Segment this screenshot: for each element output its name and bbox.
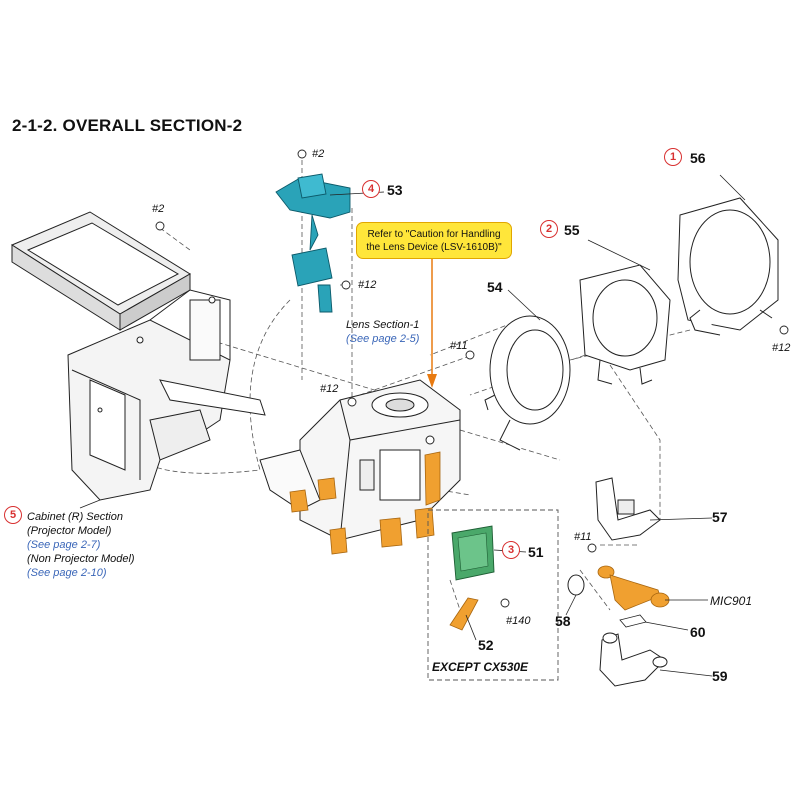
screw-label-2-top: #2 [312,148,325,160]
marker-5: 5 [4,506,22,524]
except-box [427,509,559,681]
part-60: 60 [690,624,706,640]
mic-holder-mic901 [597,565,670,611]
screw-icon [500,598,510,608]
screw-label-11-lower: #11 [574,531,592,543]
part-57: 57 [712,509,728,525]
except-cx530e-label: EXCEPT CX530E [432,660,529,674]
flex-52 [449,597,479,631]
screw-icon [779,325,789,335]
caution-callout: Refer to "Caution for Handling the Lens … [356,222,512,259]
marker-4: 4 [362,180,380,198]
callout-line-1: Refer to "Caution for Handling [367,229,501,240]
cabinet-link-non-projector[interactable]: (See page 2-10) [27,567,107,579]
marker-3: 3 [502,541,520,559]
part-mic901: MIC901 [710,594,753,608]
callout-arrow [427,259,437,388]
part-56: 56 [690,150,706,166]
part-51: 51 [528,544,544,560]
lens-flex-cables [289,451,441,555]
board-51 [451,525,495,581]
bracket-57 [595,477,661,541]
part-53: 53 [387,182,403,198]
part-59: 59 [712,668,728,684]
ring-56 [677,197,779,336]
mic-58 [567,574,585,596]
screw-icon [587,543,597,553]
screw-icon [465,350,475,360]
cabinet-link-projector[interactable]: (See page 2-7) [27,539,101,551]
callout-line-2: the Lens Device (LSV-1610B)" [366,242,502,253]
lens-section-link[interactable]: (See page 2-5) [346,333,420,345]
screw-icon [297,149,307,159]
board-53 [275,173,351,313]
screw-icon [347,397,357,407]
cabinet-r-section [10,211,266,501]
ring-55 [579,264,671,385]
screw-label-11-ring: #11 [450,340,468,352]
marker-2: 2 [540,220,558,238]
screw-icon [155,221,165,231]
lens-section-label: Lens Section-1 [346,319,420,331]
tape-60 [619,614,647,628]
screws [155,149,789,608]
screw-label-140: #140 [506,615,531,627]
page-title: 2-1-2. OVERALL SECTION-2 [12,116,243,135]
screw-icon [341,280,351,290]
screw-label-2-left: #2 [152,203,165,215]
screw-label-12-right: #12 [772,342,791,354]
holder-59 [599,632,668,687]
part-55: 55 [564,222,580,238]
screw-label-12-center: #12 [320,383,339,395]
cabinet-non-projector-model: (Non Projector Model) [27,553,135,565]
marker-1: 1 [664,148,682,166]
cabinet-projector-model: (Projector Model) [27,525,112,537]
screw-label-12-board: #12 [358,279,377,291]
cabinet-section-label: Cabinet (R) Section [27,511,123,523]
part-58: 58 [555,613,571,629]
part-54: 54 [487,279,503,295]
ring-54 [484,315,571,451]
part-52: 52 [478,637,494,653]
